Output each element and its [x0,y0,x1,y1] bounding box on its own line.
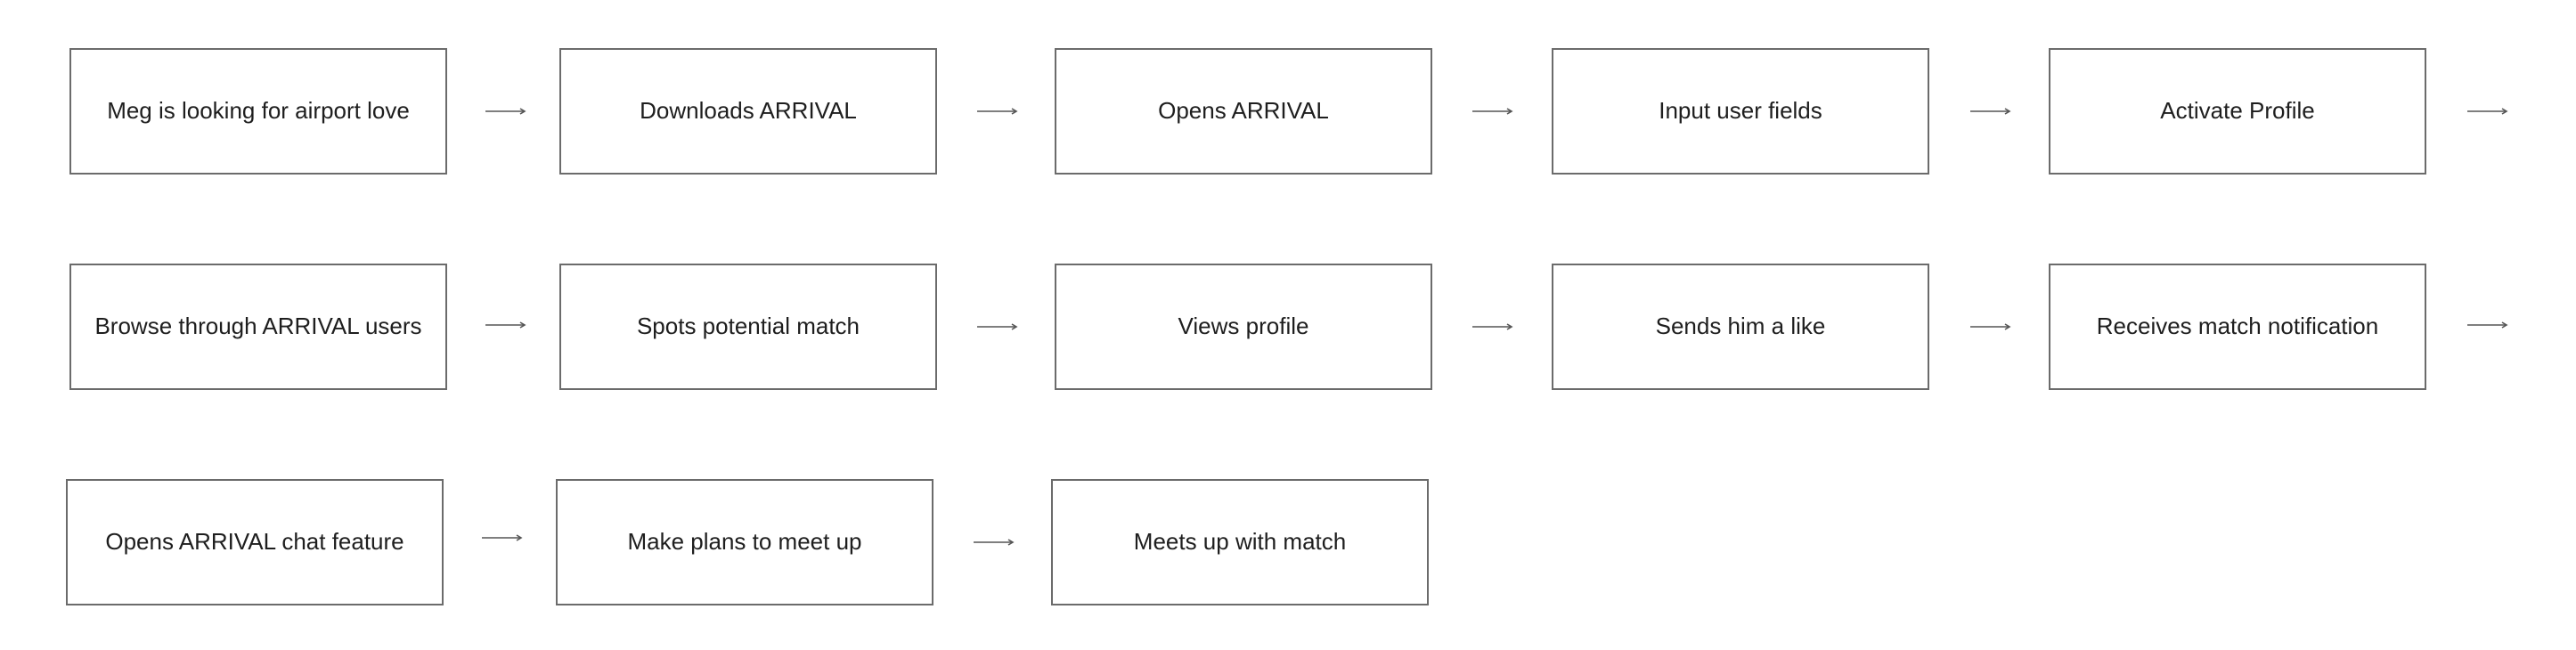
step-receives-match-notification: Receives match notification [2049,264,2426,390]
arrow-right-icon [484,101,528,122]
step-opens-app: Opens ARRIVAL [1055,48,1432,175]
arrow-right-icon [2466,101,2510,122]
step-activate-profile: Activate Profile [2049,48,2426,175]
arrow-right-icon [1471,101,1515,122]
step-spots-potential-match: Spots potential match [559,264,937,390]
step-input-user-fields: Input user fields [1552,48,1929,175]
arrow-right-icon [2466,314,2510,336]
step-make-plans: Make plans to meet up [556,479,933,605]
step-browse-users: Browse through ARRIVAL users [69,264,447,390]
step-opens-chat-feature: Opens ARRIVAL chat feature [66,479,444,605]
arrow-right-icon [975,101,1020,122]
arrow-right-icon [972,532,1016,553]
arrow-right-icon [484,314,528,336]
arrow-right-icon [1969,101,2013,122]
step-meets-up-with-match: Meets up with match [1051,479,1429,605]
step-meg-looking-for-love: Meg is looking for airport love [69,48,447,175]
step-sends-like: Sends him a like [1552,264,1929,390]
arrow-right-icon [1471,316,1515,337]
step-downloads-app: Downloads ARRIVAL [559,48,937,175]
arrow-right-icon [480,527,525,548]
arrow-right-icon [975,316,1020,337]
arrow-right-icon [1969,316,2013,337]
step-views-profile: Views profile [1055,264,1432,390]
